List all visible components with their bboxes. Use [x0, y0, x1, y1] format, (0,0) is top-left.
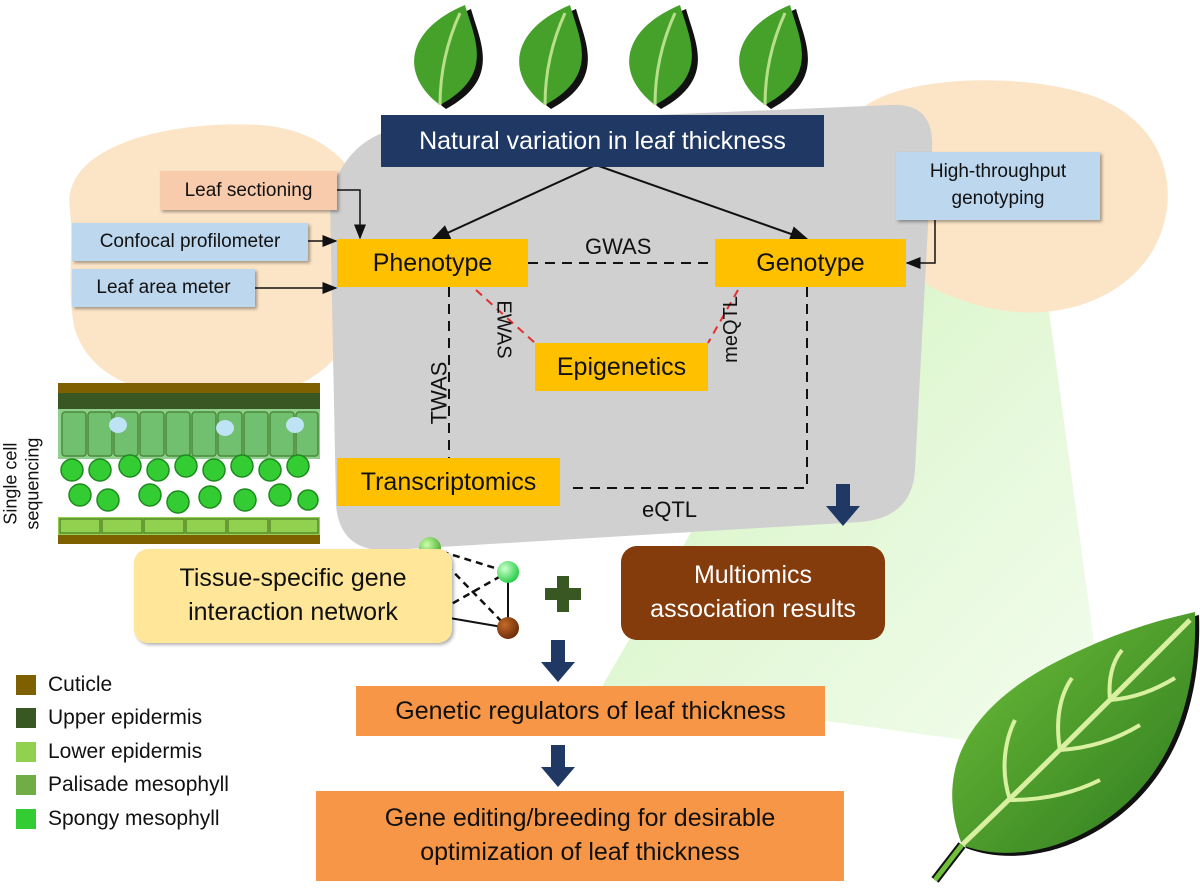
genotyping-box: High-throughput genotyping	[896, 152, 1100, 220]
confocal-profilometer-box: Confocal profilometer	[72, 223, 308, 261]
single-cell-line-2: sequencing	[22, 437, 42, 530]
grey-panel	[330, 104, 933, 551]
title-box: Natural variation in leaf thickness	[381, 115, 824, 167]
legend-label: Upper epidermis	[48, 706, 203, 730]
big-leaf-icon	[931, 612, 1200, 883]
eqtl-label: eQTL	[642, 497, 698, 522]
single-cell-line-1: Single cell	[0, 442, 21, 525]
phenotype-box: Phenotype	[337, 239, 528, 287]
leaf-area-meter-box: Leaf area meter	[72, 269, 255, 307]
twas-label: TWAS	[426, 361, 452, 425]
legend: Cuticle Upper epidermis Lower epidermis …	[16, 668, 229, 836]
ewas-label: EWAS	[492, 300, 515, 359]
legend-label: Lower epidermis	[48, 739, 203, 763]
transcriptomics-box: Transcriptomics	[337, 458, 560, 506]
legend-swatch-cuticle	[16, 674, 36, 695]
legend-item: Palisade mesophyll	[16, 769, 229, 803]
top-leaves	[414, 5, 808, 109]
left-blob	[69, 124, 373, 398]
genotype-box: Genotype	[715, 239, 906, 287]
legend-swatch-upper-epidermis	[16, 708, 36, 729]
gwas-label: GWAS	[585, 234, 652, 259]
plus-icon	[545, 576, 581, 612]
legend-item: Spongy mesophyll	[16, 802, 229, 836]
multiomics-box: Multiomics association results	[621, 546, 885, 640]
editing-box: Gene editing/breeding for desirable opti…	[316, 791, 844, 881]
legend-label: Spongy mesophyll	[48, 806, 220, 830]
single-cell-label: Single cell sequencing	[0, 434, 43, 534]
regulators-box: Genetic regulators of leaf thickness	[356, 686, 825, 736]
legend-swatch-spongy-mesophyll	[16, 808, 36, 829]
leaf-cross-section	[58, 383, 320, 544]
legend-item: Upper epidermis	[16, 702, 229, 736]
network-box: Tissue-specific gene interaction network	[134, 549, 452, 643]
legend-item: Cuticle	[16, 668, 229, 702]
legend-item: Lower epidermis	[16, 735, 229, 769]
legend-swatch-lower-epidermis	[16, 741, 36, 762]
legend-label: Cuticle	[48, 672, 113, 696]
legend-label: Palisade mesophyll	[48, 773, 229, 797]
legend-swatch-palisade-mesophyll	[16, 775, 36, 796]
leaf-sectioning-box: Leaf sectioning	[160, 171, 337, 210]
meqtl-label: meQTL	[719, 296, 742, 363]
epigenetics-box: Epigenetics	[535, 343, 708, 391]
